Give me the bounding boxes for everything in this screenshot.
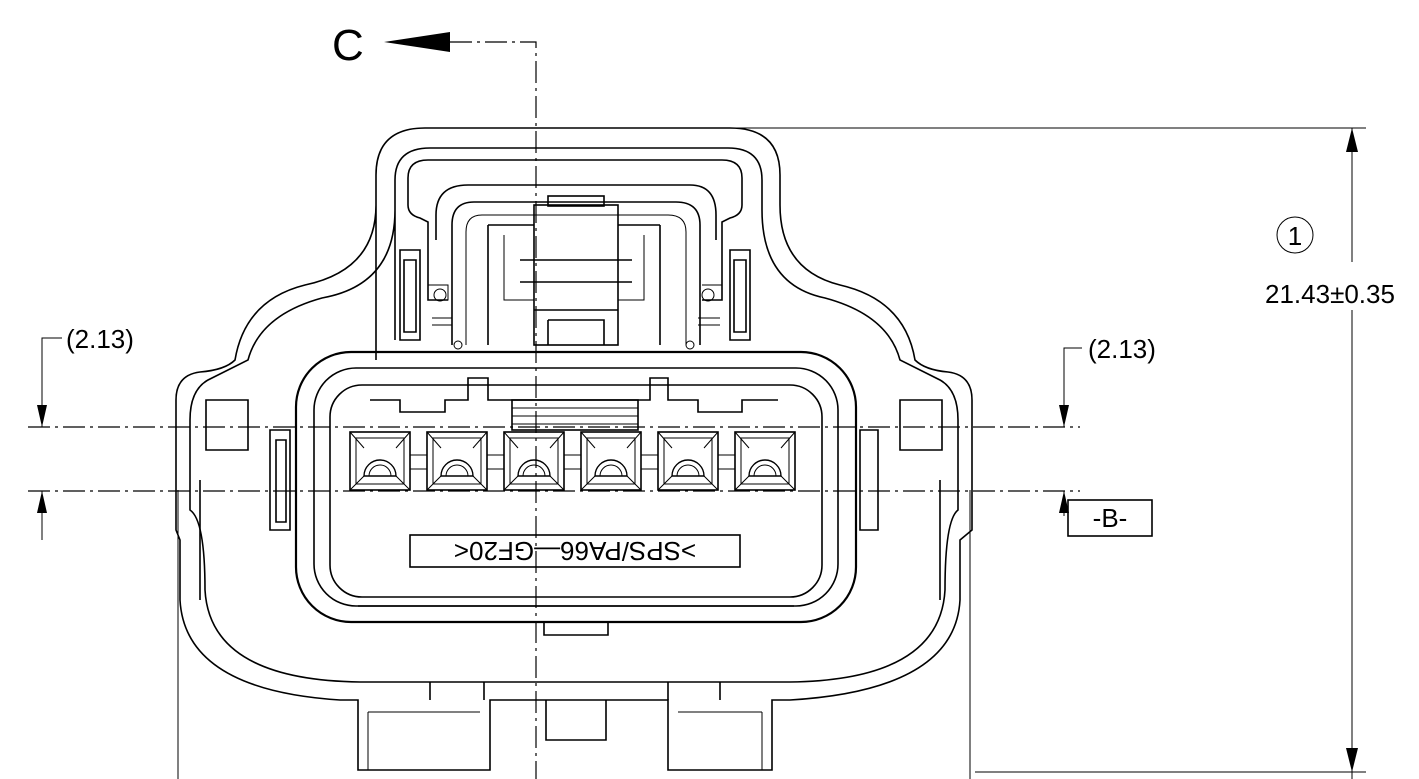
height-dimension-value: 21.43±0.35 xyxy=(1265,279,1395,309)
terminal-cavity xyxy=(580,431,659,491)
terminal-cavity xyxy=(657,431,736,491)
section-arrow-icon xyxy=(384,32,450,52)
ref-dimension-right: (2.13) xyxy=(1059,334,1156,516)
ref-dimension-left: (2.13) xyxy=(37,324,134,540)
ref-arrow-down-icon-right xyxy=(1059,405,1069,427)
housing-outline xyxy=(175,127,973,771)
height-dimension: 1 21.43±0.35 xyxy=(730,127,1412,779)
terminal-cavity xyxy=(503,431,582,491)
ref-arrow-up-icon-right xyxy=(1059,491,1069,513)
dimension-arrow-down-icon xyxy=(1346,748,1358,772)
terminal-cavity xyxy=(426,431,505,491)
ref-arrow-up-icon xyxy=(37,491,47,513)
terminal-cavity xyxy=(734,431,796,491)
ref-arrow-down-icon xyxy=(37,405,47,427)
datum-b: -B- xyxy=(1067,499,1153,537)
section-marker-c: C xyxy=(332,21,537,779)
terminal-cavity xyxy=(349,431,428,491)
dimension-arrow-up-icon xyxy=(1346,128,1358,152)
mating-face-inner xyxy=(313,367,839,607)
balloon-number: 1 xyxy=(1288,221,1302,251)
balloon-circle xyxy=(1276,216,1314,254)
connector-body xyxy=(175,127,973,779)
ref-dimension-right-label: (2.13) xyxy=(1088,334,1156,364)
material-marking: >SPS/PA66—GF20< xyxy=(409,534,741,568)
ref-dimension-left-label: (2.13) xyxy=(66,324,134,354)
mating-face-outer xyxy=(294,350,858,624)
material-text: >SPS/PA66—GF20< xyxy=(454,536,696,566)
terminal-cavities xyxy=(349,431,796,491)
housing-inner-outline xyxy=(189,147,959,683)
section-letter: C xyxy=(332,21,364,70)
datum-b-label: -B- xyxy=(1093,503,1128,533)
latch-frame xyxy=(407,159,743,301)
